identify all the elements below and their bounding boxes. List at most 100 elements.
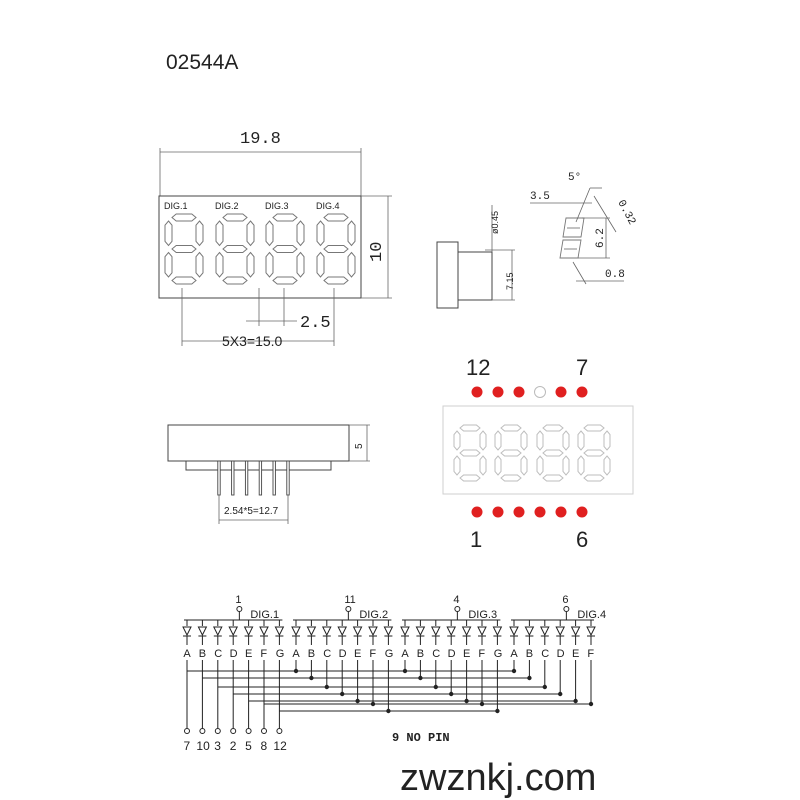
segment-letter: E [572,648,579,660]
segment-width-label: 0.8 [605,269,625,281]
digit-label: DIG.2 [215,201,239,211]
led-diode-symbol [492,626,503,637]
segment-outline [164,251,173,278]
segment-letter: C [323,648,331,660]
pinout-digit [536,424,570,482]
segment-outline [323,213,349,222]
segment-outline [171,245,197,253]
segment-outline [171,213,197,222]
segment-pin-number: 5 [245,739,252,753]
pin-dot-top [513,386,525,398]
part-number: 02544A [166,51,238,74]
segment-outline [562,430,570,451]
pin-dot-bottom [576,506,588,518]
led-diode-symbol [461,626,472,637]
led-diode-symbol [259,626,269,637]
segment-outline [222,213,248,222]
segment-letter: D [448,648,456,660]
pinout-digit [494,424,528,482]
segment-pin-number: 2 [230,739,237,753]
segment-outline [583,424,605,432]
pin-leg [231,460,235,496]
led-diode-symbol [555,626,566,637]
led-diode-symbol [400,626,410,637]
segment-outline [215,251,224,278]
segment-outline [494,455,502,476]
segment-outline [520,430,528,451]
led-diode-symbol [509,626,519,637]
pin-dot-bottom [471,506,483,518]
segment-letter: A [401,648,409,660]
front-height-dimension: 10 [368,242,387,262]
segment-outline [536,430,544,451]
segment-pin-terminal [261,728,267,734]
watermark: zwznkj.com [400,757,596,799]
segment-outline [323,276,349,285]
segment-letter: B [308,648,315,660]
segment-outline [272,276,298,285]
segment-outline [222,276,248,285]
segment-outline [347,220,356,247]
segment-outline [272,213,298,222]
pin-dot-top [576,386,588,398]
pinout-digit [453,424,487,482]
led-diode-symbol [539,626,550,637]
pin-leg [244,460,249,496]
pin-leg [217,460,221,496]
segment-detail: 5° 3.5 0.32 6.2 0.8 [530,172,637,285]
led-diode-symbol [197,626,208,637]
pin-label-bottom-left: 1 [470,527,482,552]
no-pin-note: 9 NO PIN [392,731,450,745]
segment-outline [296,220,305,247]
segment-outline [520,455,528,476]
pinout-digit [577,424,611,482]
digit-label: DIG.3 [265,201,289,211]
pin-span-dimension: 2.54*5=12.7 [224,506,279,517]
side-view: ø0.45 7.15 [436,205,515,309]
segment-outline [265,251,274,278]
segment-letter: A [292,648,300,660]
segment-letter: B [199,648,206,660]
led-diode-symbol [383,626,394,637]
pin-dot-top [471,386,483,398]
segment-letter: E [245,648,252,660]
segment-outline [323,245,349,253]
segment-outline [542,474,564,482]
led-diode-symbol [212,626,223,637]
digit-label: DIG.1 [164,201,188,211]
led-diode-symbol [306,626,317,637]
bottom-view: 5 2.54*5=12.7 [167,424,370,524]
segment-letter: E [354,648,361,660]
segment-outline [536,455,544,476]
segment-outline [542,424,564,432]
digit-label: DIG.4 [316,201,340,211]
segment-pin-terminal [230,728,237,734]
segment-outline [500,449,522,457]
segment-outline [459,424,481,432]
pin-dot-bottom [492,506,504,518]
led-diode-symbol [274,626,285,637]
segment-pin-terminal [245,728,252,734]
led-diode-symbol [243,626,254,637]
segment-outline [347,251,356,278]
segment-letter: A [510,648,518,660]
digit-common-label: DIG.1 [250,609,279,621]
segment-outline [583,449,605,457]
segment-pin-terminal [214,728,221,734]
led-diode-symbol [228,626,239,637]
segment-outline [453,455,461,476]
led-diode-symbol [570,626,581,637]
segment-letter: A [183,648,191,660]
common-pin-terminal [345,606,352,612]
segment-letter: C [432,648,440,660]
led-diode-symbol [430,626,441,637]
common-pin-terminal [454,606,461,612]
pin-dot-bottom [513,506,525,518]
segment-letter: D [230,648,238,660]
led-diode-symbol [586,626,596,637]
segment-outline [195,220,204,247]
segment-outline [296,251,305,278]
